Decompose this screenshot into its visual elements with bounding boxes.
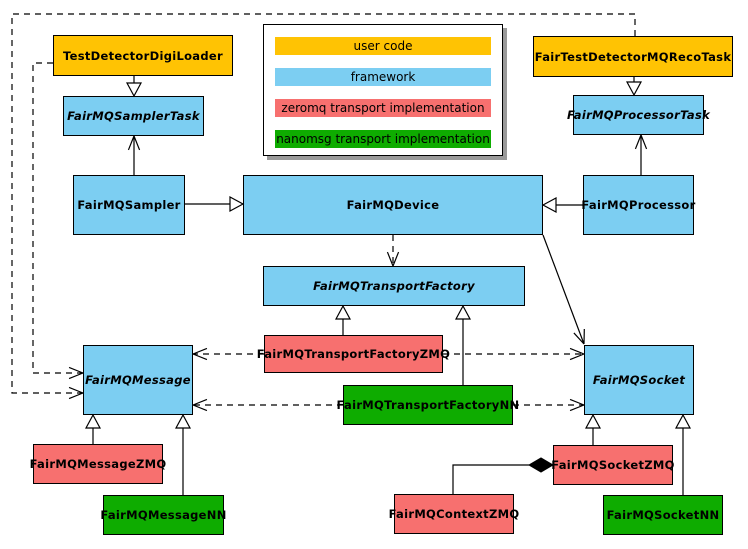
legend-label: nanomsg transport implementation — [276, 132, 490, 146]
class-label: FairMQProcessor — [581, 198, 696, 212]
open-arrowhead-icon — [634, 134, 642, 150]
edge-association-fairmq-device-to-fairmq-socket — [542, 234, 585, 345]
class-box-fairmq-socket: FairMQSocket — [584, 345, 694, 415]
hollow-triangle-arrowhead-icon — [674, 413, 692, 429]
legend-label: user code — [353, 39, 413, 53]
class-box-fairmq-sampler-task: FairMQSamplerTask — [63, 96, 204, 136]
open-arrowhead-icon — [569, 353, 585, 361]
hollow-triangle-arrowhead-icon — [229, 195, 245, 213]
open-arrowhead-icon — [569, 404, 585, 412]
class-label: FairTestDetectorMQRecoTask — [534, 49, 732, 64]
class-label: FairMQSocketNN — [606, 508, 720, 522]
class-label: FairMQSamplerTask — [67, 109, 200, 123]
class-box-fairmq-processor: FairMQProcessor — [581, 175, 696, 235]
class-label: TestDetectorDigiLoader — [63, 48, 223, 63]
open-arrowhead-icon — [569, 398, 585, 406]
class-box-fairmq-message: FairMQMessage — [83, 345, 193, 415]
hollow-triangle-arrowhead-icon — [454, 304, 472, 320]
class-label: FairMQMessageNN — [100, 508, 227, 522]
open-arrowhead-icon — [133, 135, 141, 151]
class-box-fairmq-transport-factory-nn: FairMQTransportFactoryNN — [337, 385, 519, 425]
open-arrowhead-icon — [68, 366, 84, 374]
open-arrowhead-icon — [192, 353, 208, 361]
class-box-fairmq-transport-factory: FairMQTransportFactory — [263, 266, 525, 306]
class-box-fairmq-transport-factory-zmq: FairMQTransportFactoryZMQ — [257, 335, 450, 373]
class-label: FairMQSampler — [77, 198, 181, 212]
class-box-fairmq-processor-task: FairMQProcessorTask — [567, 95, 710, 135]
open-arrowhead-icon — [192, 347, 208, 355]
legend-label: framework — [350, 70, 416, 84]
open-arrowhead-icon — [386, 251, 394, 267]
open-arrowhead-icon — [68, 392, 84, 400]
open-arrowhead-icon — [192, 404, 208, 412]
legend: user code framework zeromq transport imp… — [263, 24, 503, 156]
class-box-fairmq-context-zmq: FairMQContextZMQ — [389, 494, 519, 534]
class-label: FairMQSocketZMQ — [551, 458, 675, 472]
class-label: FairMQProcessorTask — [566, 108, 711, 122]
hollow-triangle-arrowhead-icon — [174, 413, 192, 429]
filled-diamond-composition-icon — [528, 457, 554, 473]
class-label: FairMQMessage — [85, 373, 191, 387]
hollow-triangle-arrowhead-icon — [584, 413, 602, 429]
legend-item-zeromq: zeromq transport implementation — [275, 99, 491, 117]
open-arrowhead-icon — [68, 372, 84, 380]
class-box-fairmq-device: FairMQDevice — [243, 175, 543, 235]
open-arrowhead-icon — [573, 332, 585, 345]
class-box-fairmq-message-zmq: FairMQMessageZMQ — [30, 444, 166, 484]
class-box-fairmq-socket-nn: FairMQSocketNN — [603, 495, 723, 535]
class-label: FairMQContextZMQ — [388, 507, 520, 521]
class-label: FairMQSocket — [592, 373, 686, 387]
hollow-triangle-arrowhead-icon — [334, 304, 352, 320]
legend-item-nanomsg: nanomsg transport implementation — [275, 130, 491, 148]
class-label: FairMQTransportFactory — [313, 279, 475, 293]
class-label: FairMQTransportFactoryZMQ — [256, 347, 451, 361]
open-arrowhead-icon — [569, 347, 585, 355]
open-arrowhead-icon — [640, 134, 648, 150]
class-label: FairMQTransportFactoryNN — [336, 398, 520, 412]
hollow-triangle-arrowhead-icon — [84, 413, 102, 429]
class-box-fairmq-message-nn: FairMQMessageNN — [100, 495, 227, 535]
hollow-triangle-arrowhead-icon — [125, 82, 143, 98]
open-arrowhead-icon — [192, 398, 208, 406]
open-arrowhead-icon — [392, 251, 400, 267]
legend-item-user-code: user code — [275, 37, 491, 55]
class-label: FairMQMessageZMQ — [29, 457, 167, 471]
class-box-test-detector-digi-loader: TestDetectorDigiLoader — [53, 35, 233, 76]
hollow-triangle-arrowhead-icon — [625, 81, 643, 97]
class-label: FairMQDevice — [346, 198, 440, 212]
open-arrowhead-icon — [127, 135, 135, 151]
hollow-triangle-arrowhead-icon — [541, 196, 557, 214]
edge-composition-fairmq-context-zmq-to-fairmq-socket-zmq — [452, 464, 529, 494]
open-arrowhead-icon — [68, 386, 84, 394]
legend-item-framework: framework — [275, 68, 491, 86]
class-box-fairmq-socket-zmq: FairMQSocketZMQ — [551, 445, 675, 485]
class-box-fair-test-detector-mq-reco-task: FairTestDetectorMQRecoTask — [533, 36, 733, 77]
class-box-fairmq-sampler: FairMQSampler — [73, 175, 185, 235]
legend-label: zeromq transport implementation — [281, 101, 485, 115]
